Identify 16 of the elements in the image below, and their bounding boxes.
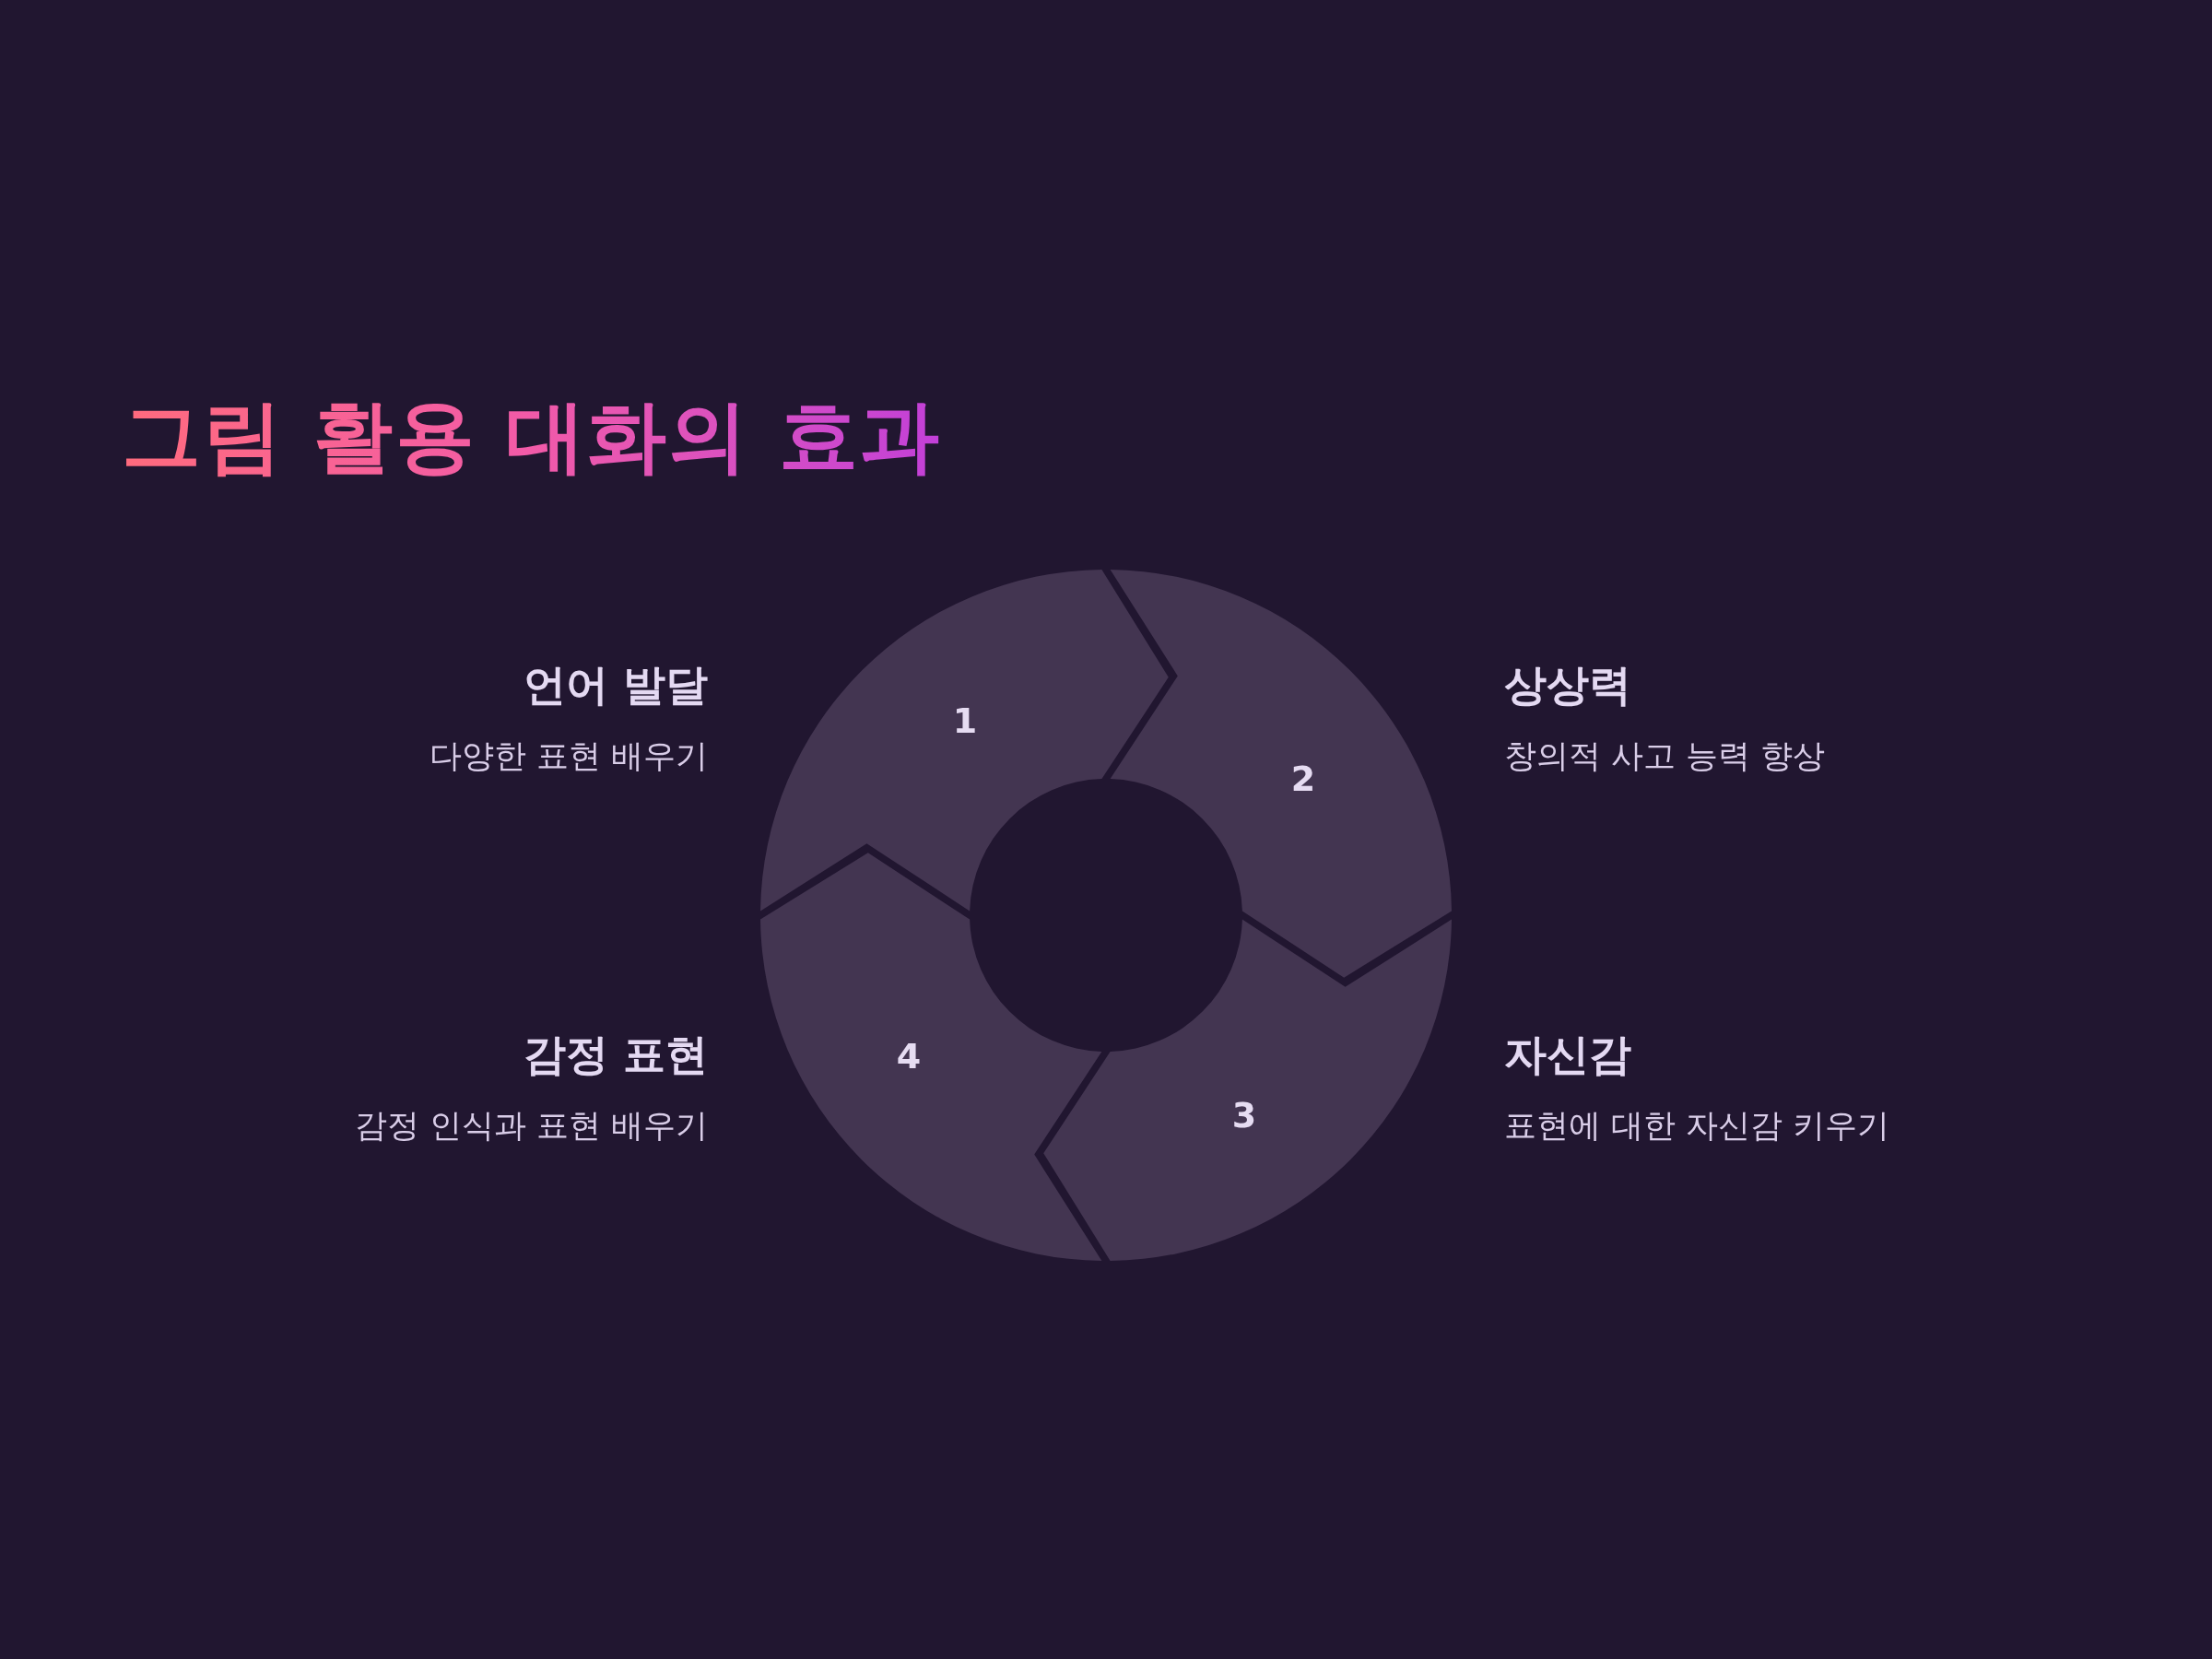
item-description: 표현에 대한 자신감 키우기 [1504, 1105, 1890, 1146]
segment-number: 4 [896, 1039, 922, 1074]
donut-segment [760, 853, 1102, 1261]
item-description: 창의적 사고 능력 향상 [1504, 735, 1826, 776]
segment-number: 2 [1290, 761, 1316, 796]
item-heading: 언어 발달 [524, 659, 708, 712]
item-heading: 감정 표현 [524, 1029, 708, 1081]
item-description: 감정 인식과 표현 배우기 [354, 1105, 708, 1146]
donut-segment [1110, 570, 1452, 978]
donut-segment [1043, 919, 1452, 1261]
item-heading: 상상력 [1504, 659, 1631, 712]
item-heading: 자신감 [1504, 1029, 1631, 1081]
donut-segment [760, 570, 1169, 912]
item-description: 다양한 표현 배우기 [429, 735, 708, 776]
segment-number: 1 [952, 703, 978, 738]
segment-number: 3 [1231, 1098, 1257, 1133]
